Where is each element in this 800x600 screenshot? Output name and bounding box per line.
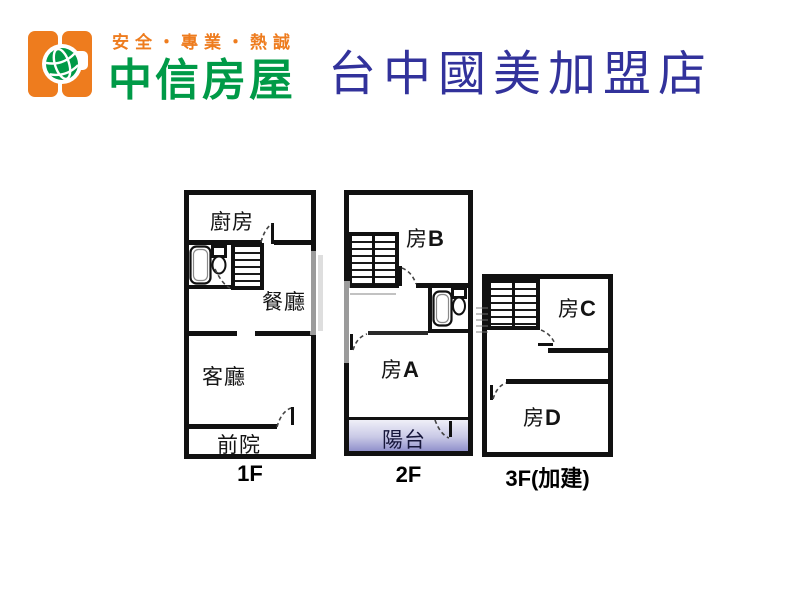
- watermark-artifact: [310, 251, 317, 335]
- wall: [255, 331, 311, 336]
- watermark-artifact: [343, 281, 350, 363]
- wall: [368, 331, 428, 335]
- door-jamb: [538, 343, 553, 346]
- wall: [506, 379, 608, 384]
- staircase-1f: [231, 243, 264, 290]
- watermark-artifact: [318, 255, 323, 331]
- wall: [189, 240, 262, 245]
- wall: [428, 329, 468, 333]
- watermark-artifact: [350, 289, 396, 298]
- floor-label-3f: 3F(加建): [505, 466, 590, 491]
- door-jamb: [449, 421, 452, 437]
- wall: [189, 424, 277, 429]
- room-label-a: 房A: [381, 357, 420, 382]
- floor-label-1f: 1F: [237, 461, 263, 486]
- store-title: 台中國美加盟店: [328, 48, 714, 101]
- brand-logo: [28, 31, 92, 97]
- wall: [416, 283, 468, 288]
- door-jamb: [350, 334, 353, 350]
- door-jamb: [490, 385, 493, 400]
- door-jamb: [399, 266, 402, 286]
- brand-name: 中信房屋: [108, 56, 296, 105]
- door-jamb: [291, 407, 294, 425]
- wall: [428, 287, 432, 333]
- room-label-balcony: 陽台: [382, 428, 426, 452]
- wall: [349, 417, 468, 420]
- brand-slogan: 安全・專業・熱誠: [112, 33, 296, 52]
- wall: [189, 331, 237, 336]
- room-label-kitchen: 廚房: [210, 210, 254, 234]
- staircase-3f: [487, 279, 540, 330]
- floor-label-2f: 2F: [395, 462, 422, 487]
- globe-icon: [42, 44, 82, 84]
- room-label-d: 房D: [523, 405, 562, 430]
- watermark-artifact: [476, 303, 488, 337]
- wall: [274, 240, 311, 245]
- wall: [548, 348, 608, 353]
- room-label-living: 客廳: [202, 365, 246, 389]
- wall: [189, 285, 231, 289]
- staircase-2f: [348, 232, 399, 288]
- room-label-front-yard: 前院: [217, 433, 261, 457]
- room-label-b: 房B: [406, 226, 445, 251]
- room-label-dining: 餐廳: [262, 290, 306, 314]
- door-jamb: [271, 223, 274, 244]
- room-label-c: 房C: [558, 296, 597, 321]
